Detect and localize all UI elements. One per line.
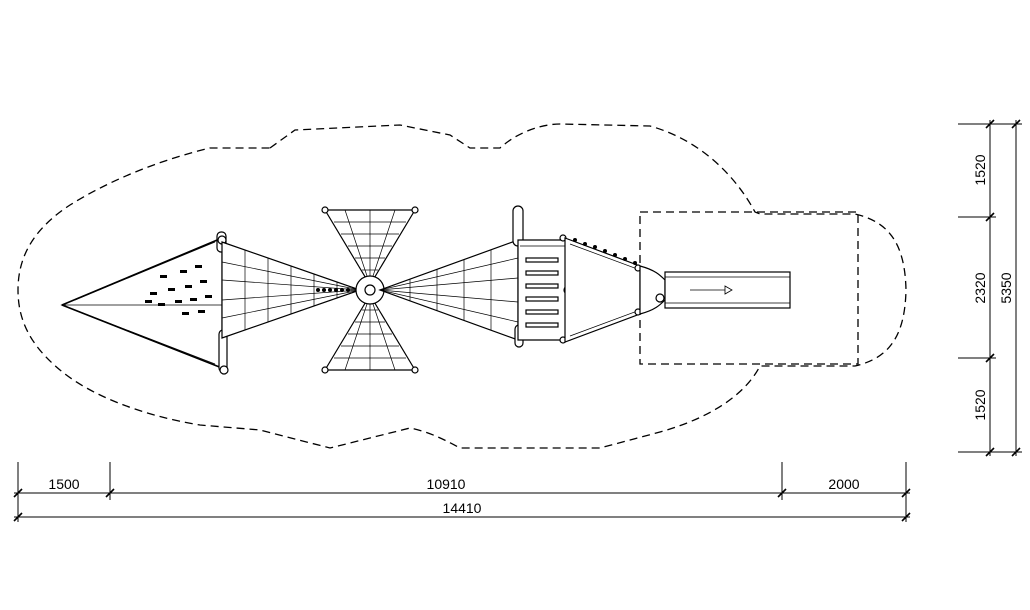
dim-bottom-zone: 1520 [972, 389, 988, 420]
dim-structure-length: 10910 [427, 476, 466, 492]
play-structure [60, 205, 791, 375]
climbing-holds [145, 265, 212, 315]
dim-structure-width: 2320 [972, 272, 988, 303]
horizontal-dimensions: 1500 10910 2000 14410 [13, 462, 911, 522]
top-hourglass-net [321, 206, 419, 287]
tower-deck [517, 234, 573, 344]
safety-zone-outline [17, 123, 907, 449]
vertical-dimensions: 1520 2320 1520 5350 [958, 119, 1022, 457]
slide [655, 271, 791, 309]
dim-total-width: 5350 [998, 272, 1014, 303]
dim-left-zone: 1500 [48, 476, 79, 492]
dim-top-zone: 1520 [972, 154, 988, 185]
dim-total-length: 14410 [443, 500, 482, 516]
bottom-hourglass-net [321, 293, 419, 374]
dim-right-zone: 2000 [828, 476, 859, 492]
slide-platform [564, 237, 666, 343]
right-net [378, 239, 519, 341]
left-triangle-climber [60, 237, 223, 369]
left-net [221, 241, 362, 339]
